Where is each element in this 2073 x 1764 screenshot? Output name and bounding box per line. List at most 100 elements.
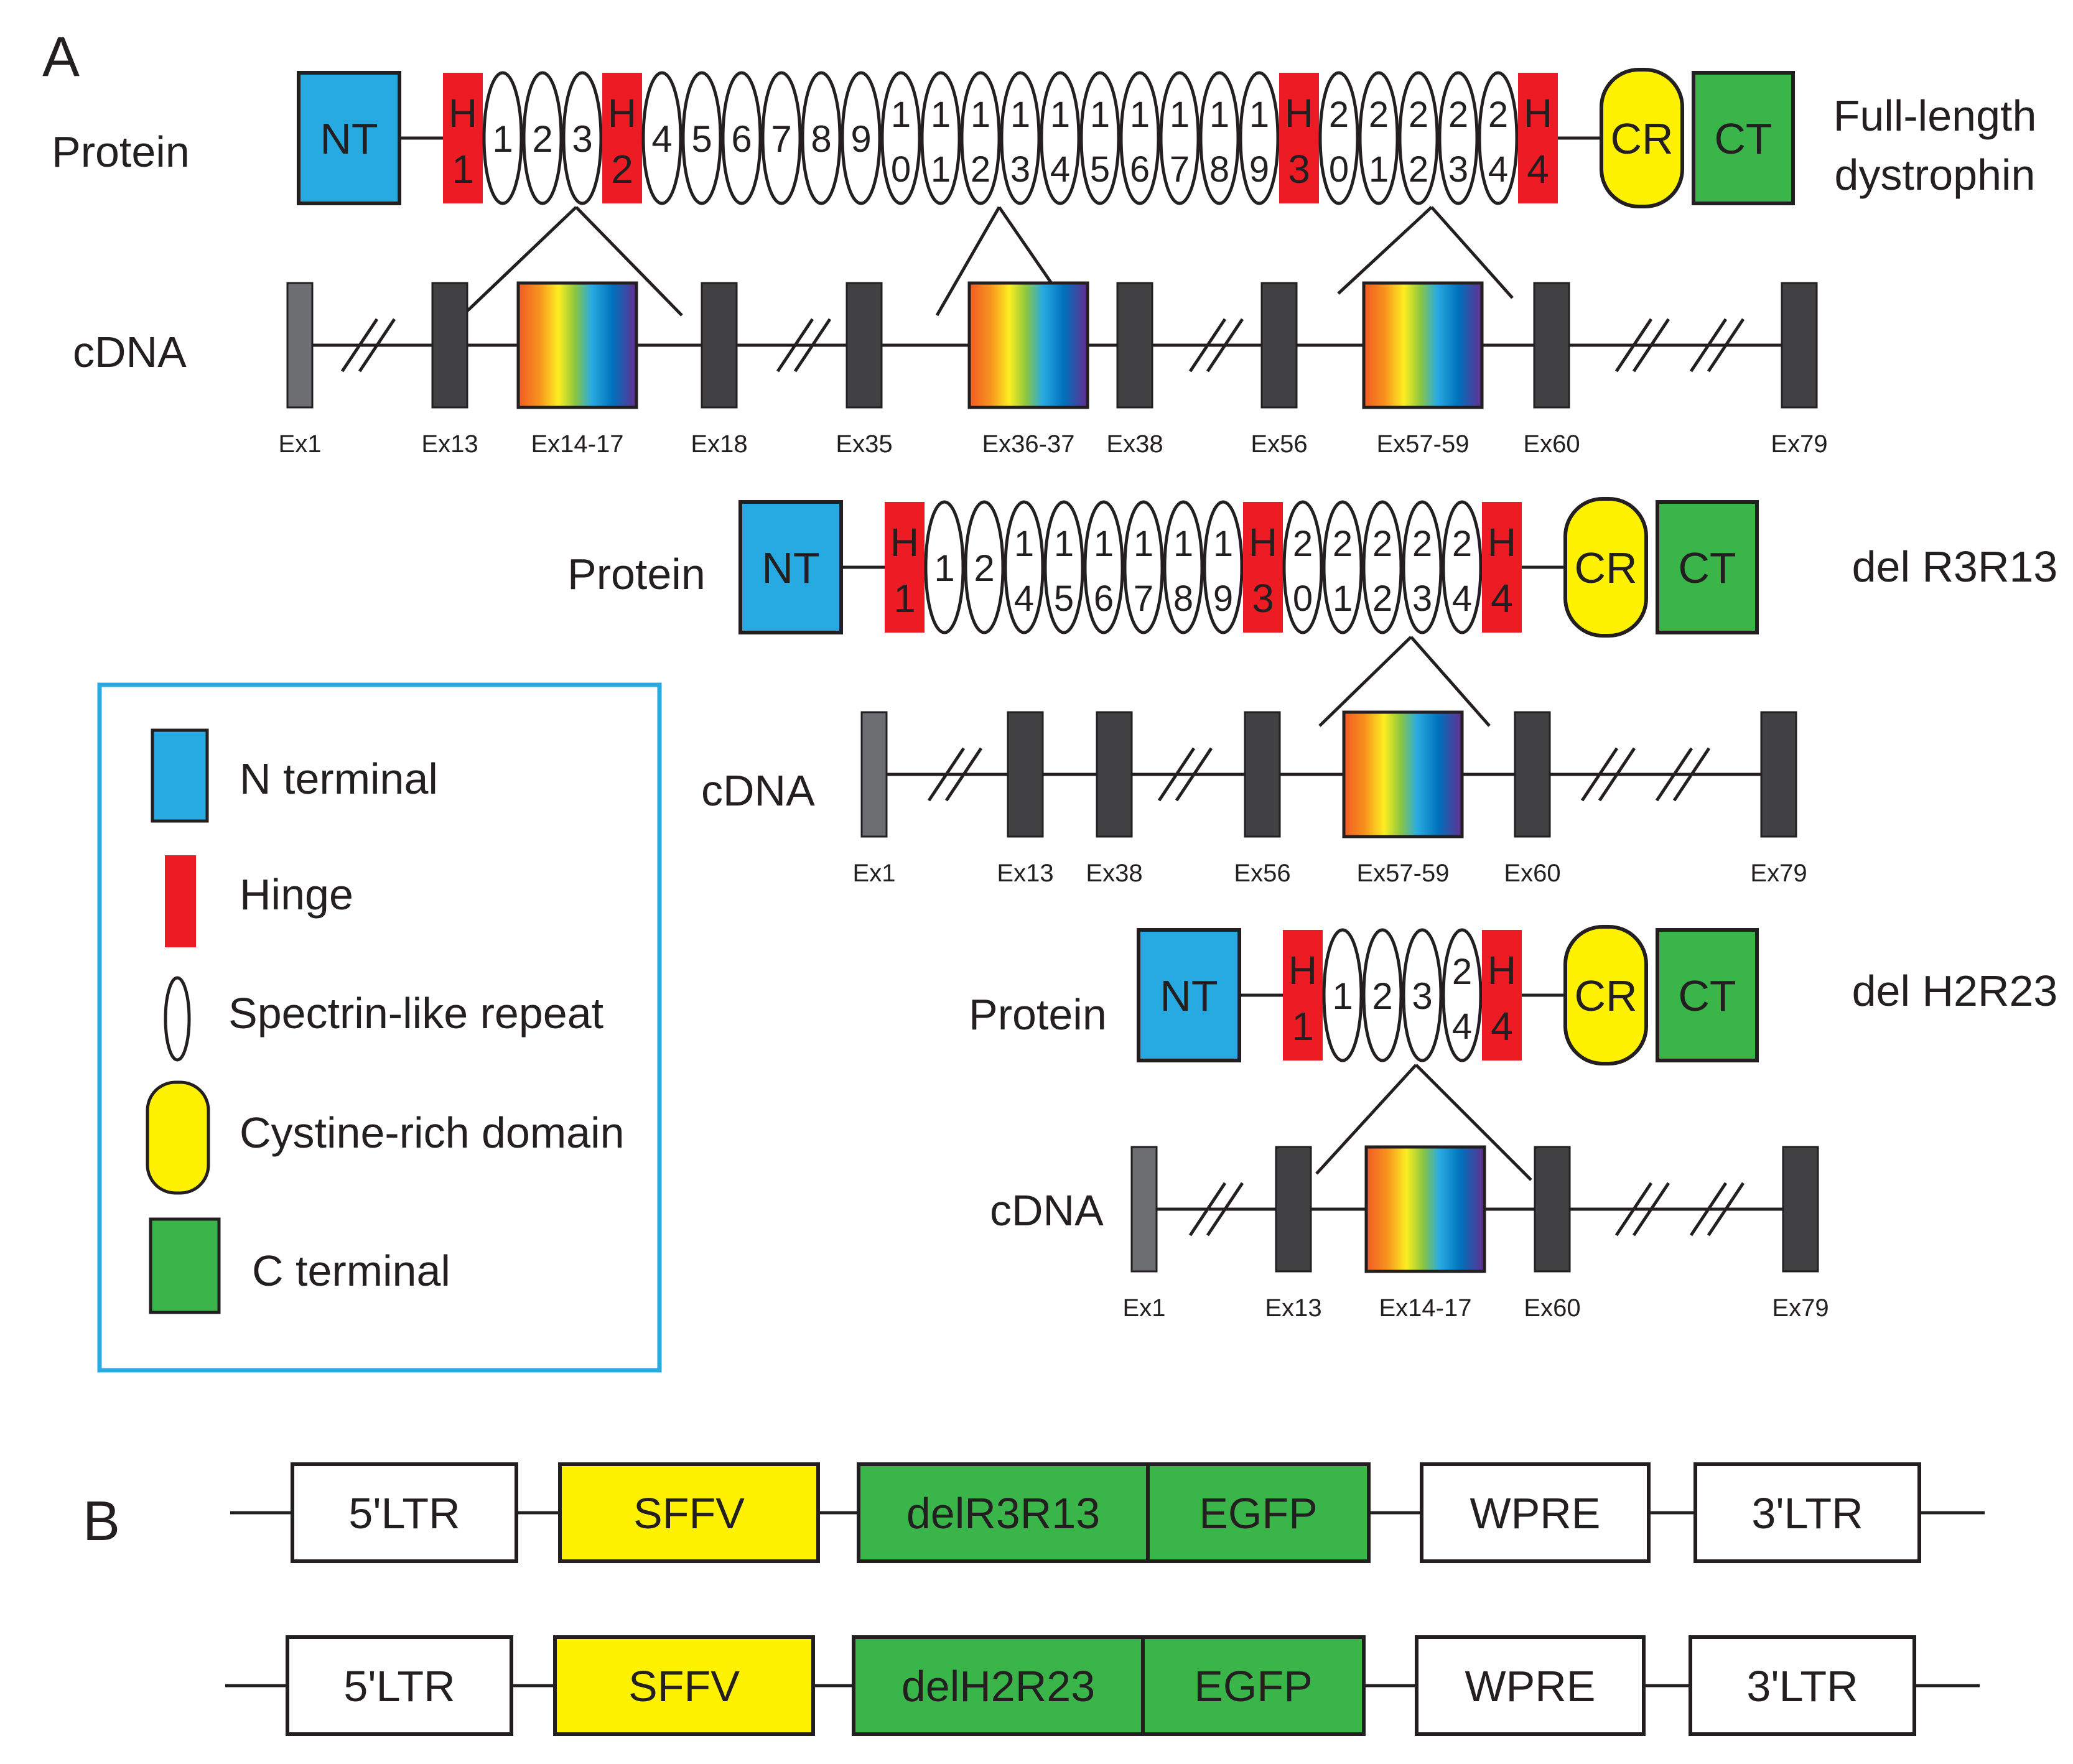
protein-repeat-19-label-bottom: 9 <box>1213 578 1233 619</box>
protein-repeat-11 <box>920 71 961 205</box>
protein-repeat-13-label-top: 1 <box>1010 95 1030 135</box>
legend-label-hinge: Hinge <box>240 870 353 919</box>
protein-hinge-h3-label-top: H <box>1285 91 1313 136</box>
protein-hinge-h1-label-bottom: 1 <box>452 147 474 192</box>
cdna-exon-ex56-label: Ex56 <box>1251 430 1307 458</box>
protein-repeat-24-label-top: 2 <box>1452 524 1472 564</box>
protein-repeat-2 <box>522 71 563 205</box>
panel-b-label: B <box>83 1490 120 1553</box>
vector-element-5-ltr <box>286 1635 513 1736</box>
full-construct-name-line2: dystrophin <box>1835 151 2036 199</box>
cdna-exon-ex56 <box>1260 282 1298 409</box>
protein-repeat-8-label: 8 <box>811 118 831 160</box>
protein-hinge-h1-label-top: H <box>1288 948 1317 993</box>
full-protein-label: Protein <box>52 128 190 176</box>
cdna-exon-ex57-59 <box>1362 281 1484 409</box>
h2r23-zoom-lines <box>1315 1064 1532 1181</box>
protein-repeat-14-label-bottom: 4 <box>1014 578 1034 619</box>
cdna-exon-ex79 <box>1760 711 1797 838</box>
vector-element-sffv <box>558 1462 820 1563</box>
protein-repeat-17 <box>1159 71 1200 205</box>
protein-domain-nt <box>738 500 843 634</box>
protein-repeat-24-label-bottom: 4 <box>1488 149 1508 190</box>
protein-hinge-h4-label-bottom: 4 <box>1527 147 1549 192</box>
cdna-exon-ex38-label: Ex38 <box>1106 430 1163 458</box>
vector-element-sffv <box>553 1635 815 1736</box>
protein-repeat-19 <box>1203 500 1244 634</box>
vector-element-5-ltr <box>291 1462 518 1563</box>
vector-element-3-ltr <box>1693 1462 1921 1563</box>
protein-repeat-1-label: 1 <box>1332 975 1353 1017</box>
protein-repeat-24-label-top: 2 <box>1488 95 1508 135</box>
cdna-exon-ex14-17-label: Ex14-17 <box>1379 1294 1472 1322</box>
protein-repeat-13-label-bottom: 3 <box>1010 149 1030 190</box>
protein-repeat-23 <box>1438 71 1479 205</box>
protein-repeat-13 <box>1000 71 1041 205</box>
protein-repeat-17-label-bottom: 7 <box>1170 149 1190 190</box>
protein-repeat-18-label-top: 1 <box>1173 524 1193 564</box>
cdna-exon-ex79-label: Ex79 <box>1750 860 1807 887</box>
protein-repeat-23-label-top: 2 <box>1412 524 1432 564</box>
protein-repeat-16 <box>1083 500 1124 634</box>
vector-element-5-ltr-label: 5'LTR <box>348 1489 460 1538</box>
protein-hinge-h2 <box>602 73 642 203</box>
protein-repeat-18 <box>1199 71 1240 205</box>
cdna-break-mark <box>927 747 983 802</box>
protein-hinge-h1-label-top: H <box>449 91 477 136</box>
protein-repeat-24-label-bottom: 4 <box>1452 1006 1472 1047</box>
cdna-break-mark <box>1614 318 1670 373</box>
protein-repeat-24 <box>1442 500 1483 634</box>
protein-repeat-14 <box>1040 71 1081 205</box>
protein-hinge-h4-label-bottom: 4 <box>1491 1004 1513 1049</box>
protein-hinge-h2-label-top: H <box>608 91 636 136</box>
legend: N terminal Hinge Spectrin-like repeat Cy… <box>97 682 662 1373</box>
cdna-exon-ex1 <box>860 711 888 838</box>
legend-swatch-hinge <box>165 855 196 947</box>
vector-element-wpre <box>1420 1462 1651 1563</box>
protein-domain-cr-label: CR <box>1574 972 1637 1020</box>
protein-repeat-21 <box>1322 500 1363 634</box>
protein-repeat-15-label-top: 1 <box>1090 95 1110 135</box>
cdna-exon-ex79-label: Ex79 <box>1771 430 1827 458</box>
protein-repeat-24-label-top: 2 <box>1452 952 1472 992</box>
protein-repeat-15 <box>1079 71 1120 205</box>
cdna-exon-ex56-label: Ex56 <box>1234 860 1290 887</box>
protein-repeat-16-label-bottom: 6 <box>1130 149 1150 190</box>
vector-element-5-ltr-label: 5'LTR <box>343 1662 455 1711</box>
r3r13-protein-label: Protein <box>567 550 706 598</box>
protein-repeat-22-label-bottom: 2 <box>1372 578 1392 619</box>
protein-repeat-6-label: 6 <box>731 118 752 160</box>
vector-element-3-ltr <box>1689 1635 1916 1736</box>
vector-element-egfp-label: EGFP <box>1199 1489 1318 1538</box>
cdna-exon-ex79-label: Ex79 <box>1772 1294 1828 1322</box>
cdna-break-mark <box>1188 318 1244 373</box>
vector-element-egfp <box>1141 1635 1366 1736</box>
h2r23-protein-label: Protein <box>969 990 1107 1039</box>
cdna-exon-ex60 <box>1534 1146 1571 1273</box>
protein-domain-nt-label: NT <box>320 114 378 163</box>
protein-repeat-16 <box>1119 71 1160 205</box>
cdna-exon-ex36-37 <box>967 281 1089 409</box>
protein-repeat-14 <box>1004 500 1045 634</box>
protein-repeat-19 <box>1239 71 1280 205</box>
protein-hinge-h1-label-bottom: 1 <box>1292 1004 1314 1049</box>
protein-repeat-11-label-bottom: 1 <box>931 149 951 190</box>
protein-repeat-1 <box>482 71 523 205</box>
protein-repeat-21-label-bottom: 1 <box>1333 578 1353 619</box>
protein-repeat-18 <box>1163 500 1204 634</box>
protein-repeat-19-label-top: 1 <box>1249 95 1269 135</box>
protein-repeat-15 <box>1043 500 1084 634</box>
protein-repeat-5 <box>681 71 722 205</box>
cdna-exon-ex57-59-label: Ex57-59 <box>1377 430 1470 458</box>
cdna-exon-ex56 <box>1244 711 1281 838</box>
protein-repeat-20-label-bottom: 0 <box>1293 578 1313 619</box>
